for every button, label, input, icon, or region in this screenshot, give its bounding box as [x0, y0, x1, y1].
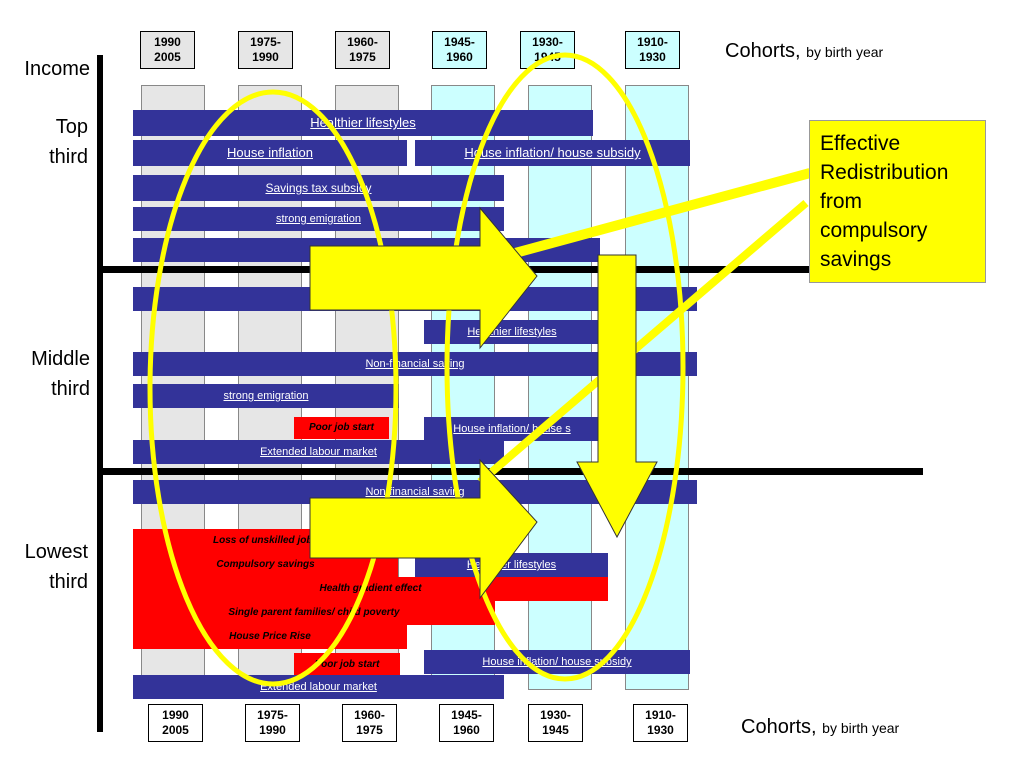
bar-strong-emigration-top: strong emigration	[133, 207, 504, 231]
cohort-header-top: 1975-1990	[238, 31, 293, 69]
cohort-header-bottom: 1945-1960	[439, 704, 494, 742]
bar-savings-tax-subsidy: Savings tax subsidy	[133, 175, 504, 201]
arrow-right-lower	[309, 458, 538, 600]
bar-extended-labour-market-middle: Extended labour market	[133, 440, 504, 464]
bar-poor-job-start-middle: Poor job start	[294, 417, 389, 439]
arrow-right-upper	[309, 206, 538, 350]
income-label: Income	[24, 58, 90, 80]
ellipse-old-cohorts	[444, 52, 686, 682]
bar-house-inflation-lowest: House inflation/ house subsidy	[424, 650, 690, 674]
pointer-line-lower	[477, 199, 809, 486]
bar-house-inflation-subsidy-top: House inflation/ house subsidy	[415, 140, 690, 166]
bar-house-price-rise: House Price Rise	[133, 625, 407, 649]
cohort-header-top: 1960-1975	[335, 31, 390, 69]
cohort-header-bottom: 1960-1975	[342, 704, 397, 742]
bar-house-inflation: House inflation	[133, 140, 407, 166]
bar-poor-job-start-lowest: Poor job start	[294, 653, 400, 677]
cohorts-caption-top: Cohorts, by birth year	[725, 40, 884, 62]
divider-middle-lowest	[103, 468, 923, 475]
arrow-down	[576, 254, 658, 539]
cohort-header-top: 1945-1960	[432, 31, 487, 69]
callout-effective-redistribution: Effective Redistribution from compulsory…	[809, 120, 986, 283]
bar-strong-emigration-middle: strong emigration	[133, 384, 399, 408]
vertical-axis	[97, 55, 103, 732]
cohort-header-bottom: 1930-1945	[528, 704, 583, 742]
ellipse-young-cohorts	[147, 89, 399, 687]
cohorts-caption-bottom: Cohorts, by birth year	[741, 716, 900, 738]
cohort-header-bottom: 1975-1990	[245, 704, 300, 742]
bar-health-gradient-effect: Health gradient effect	[133, 577, 608, 601]
bar-extended-labour-market-lowest: Extended labour market	[133, 675, 504, 699]
cohort-header-top: 1910-1930	[625, 31, 680, 69]
pointer-line-upper	[480, 168, 812, 267]
cohort-header-bottom: 1910-1930	[633, 704, 688, 742]
